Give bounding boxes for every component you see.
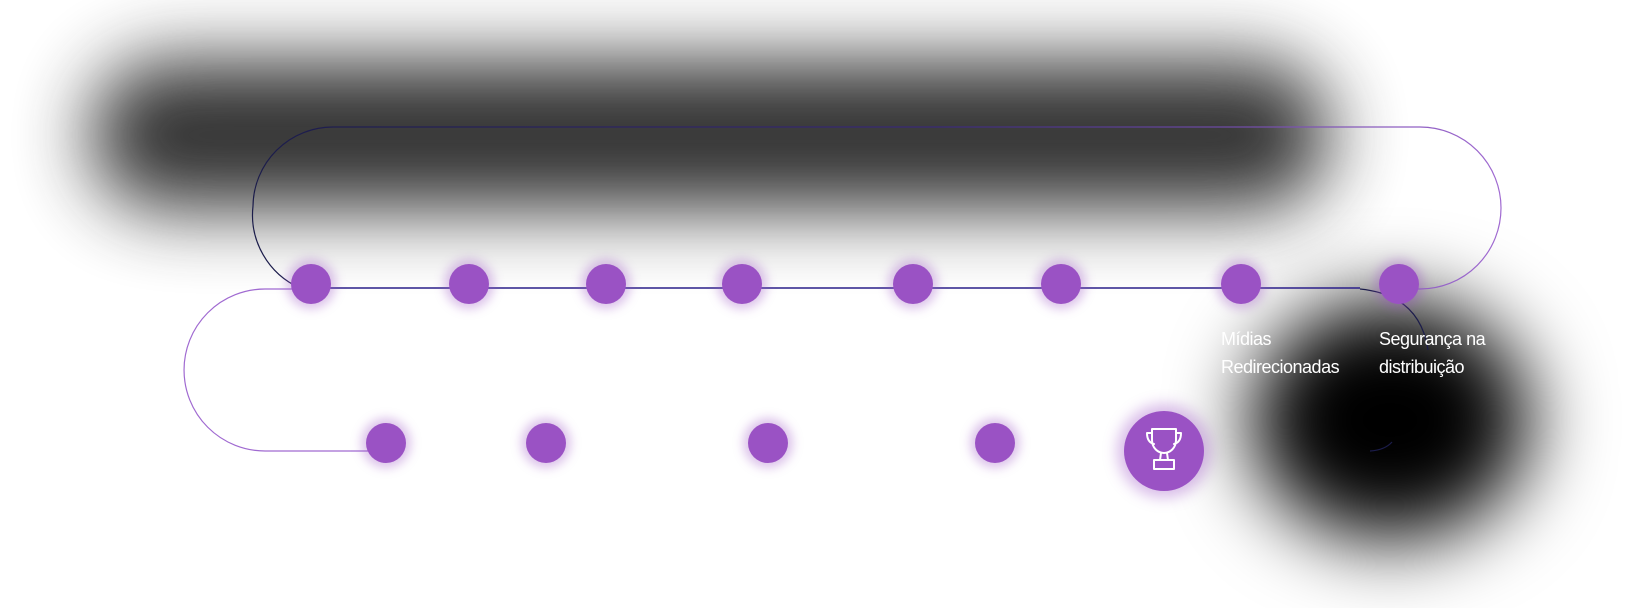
path-segment-right-end: [1369, 441, 1393, 452]
blurred-shadow-blob: [1250, 300, 1530, 540]
milestone-node: [748, 423, 788, 463]
milestone-node: [449, 264, 489, 304]
label-line: Redirecionadas: [1221, 357, 1340, 377]
label-line: Segurança na: [1379, 329, 1486, 349]
path-segment-top: [251, 126, 1502, 290]
label-line: distribuição: [1379, 357, 1465, 377]
milestone-node: [366, 423, 406, 463]
milestone-node: [893, 264, 933, 304]
path-segment-left-loop: [183, 288, 400, 452]
milestone-node: [975, 423, 1015, 463]
milestone-label-seguranca: Segurança na distribuição: [1379, 325, 1486, 381]
milestone-node: [291, 264, 331, 304]
milestone-node-midias: [1221, 264, 1261, 304]
blurred-shadow-bar: [90, 60, 1330, 210]
milestone-node-seguranca: [1379, 264, 1419, 304]
trophy-icon: [1143, 426, 1185, 477]
milestone-node: [722, 264, 762, 304]
milestone-node: [586, 264, 626, 304]
milestone-node: [526, 423, 566, 463]
label-line: Mídias: [1221, 329, 1272, 349]
path-segment-right-curl: [1359, 288, 1429, 351]
milestone-label-midias: Mídias Redirecionadas: [1221, 325, 1340, 381]
final-milestone: [1124, 411, 1204, 491]
milestone-node: [1041, 264, 1081, 304]
